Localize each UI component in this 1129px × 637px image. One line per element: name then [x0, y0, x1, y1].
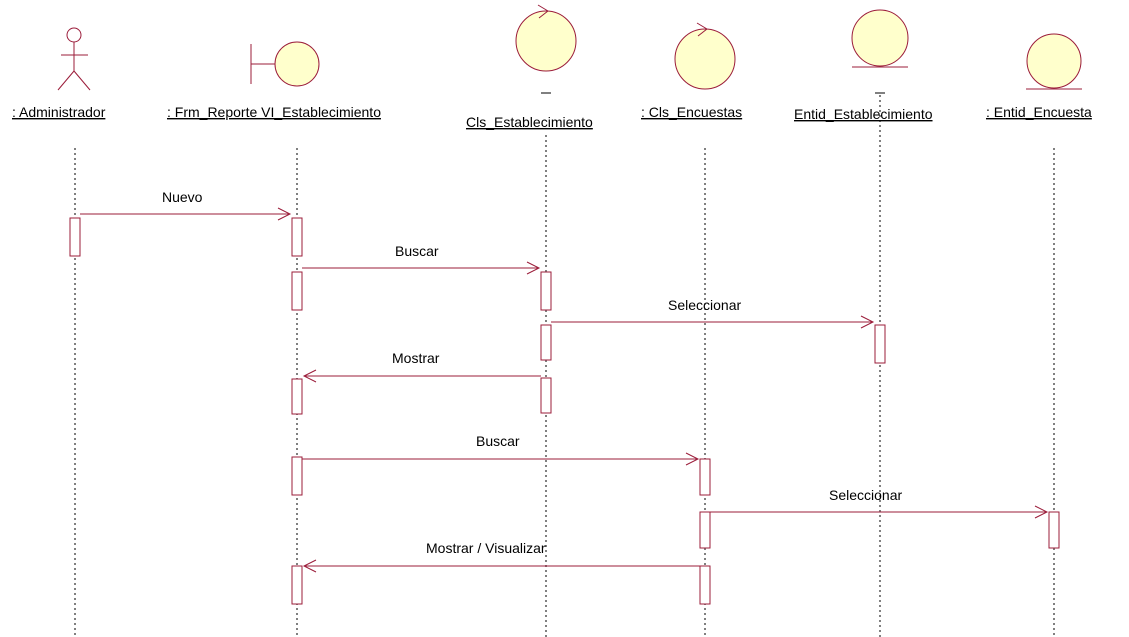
participant-label-entid-establecimiento: Entid_Establecimiento — [794, 106, 933, 122]
lifelines — [74, 95, 1055, 637]
message-4: Mostrar — [302, 350, 541, 383]
message-label-mostrar: Mostrar — [392, 350, 440, 366]
activation-bar — [540, 324, 552, 361]
message-label-buscar: Buscar — [476, 433, 520, 449]
activation-bar — [540, 377, 552, 414]
activation-bar — [291, 456, 303, 496]
participant-label-cls-establecimiento: Cls_Establecimiento — [466, 114, 593, 130]
activation-bar — [540, 271, 552, 311]
actor-icon — [57, 27, 91, 91]
activation-bar — [699, 565, 711, 605]
entity-icon — [1026, 33, 1082, 90]
activation-bar — [291, 217, 303, 257]
activation-bar — [69, 217, 81, 257]
message-2: Buscar — [302, 243, 541, 275]
activation-bars — [69, 217, 1060, 605]
control-icon — [515, 4, 577, 72]
participant-label-frm-reporte: : Frm_Reporte VI_Establecimiento — [167, 104, 381, 120]
message-3: Seleccionar — [551, 297, 875, 329]
activation-bar — [291, 565, 303, 605]
message-7: Mostrar / Visualizar — [302, 540, 700, 573]
message-label-nuevo: Nuevo — [162, 189, 203, 205]
activation-bar — [699, 458, 711, 496]
message-label-buscar: Buscar — [395, 243, 439, 259]
message-1: Nuevo — [80, 189, 292, 221]
boundary-icon — [250, 41, 320, 87]
activation-bar — [291, 271, 303, 311]
participant-label-entid-encuesta: : Entid_Encuesta — [986, 104, 1092, 120]
entity-icon — [851, 9, 909, 68]
activation-bar — [1048, 511, 1060, 549]
activation-bar — [874, 324, 886, 364]
activation-bar — [291, 378, 303, 415]
message-5: Buscar — [302, 433, 700, 466]
activation-bar — [699, 511, 711, 549]
message-6: Seleccionar — [710, 487, 1049, 519]
control-icon — [674, 22, 736, 90]
participant-label-administrador: : Administrador — [12, 104, 106, 120]
message-label-seleccionar: Seleccionar — [668, 297, 741, 313]
participant-label-cls-encuestas: : Cls_Encuestas — [641, 104, 742, 120]
message-label-seleccionar: Seleccionar — [829, 487, 902, 503]
message-label-mostrar-visualizar: Mostrar / Visualizar — [426, 540, 546, 556]
